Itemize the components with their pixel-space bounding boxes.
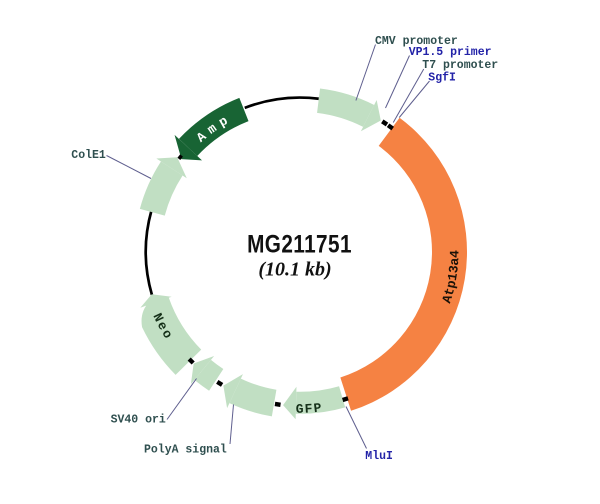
svg-text:(10.1 kb): (10.1 kb) [258, 258, 331, 280]
svg-text:SgfI: SgfI [428, 72, 456, 85]
svg-text:MG211751: MG211751 [247, 230, 352, 258]
svg-text:SV40 ori: SV40 ori [111, 413, 166, 426]
svg-text:PolyA signal: PolyA signal [144, 444, 227, 457]
svg-text:MluI: MluI [365, 450, 393, 463]
svg-text:GFP: GFP [296, 400, 324, 417]
svg-text:ColE1: ColE1 [71, 149, 106, 162]
svg-text:VP1.5 primer: VP1.5 primer [409, 46, 492, 59]
svg-text:CMV promoter: CMV promoter [375, 35, 458, 48]
svg-text:T7 promoter: T7 promoter [422, 59, 498, 72]
